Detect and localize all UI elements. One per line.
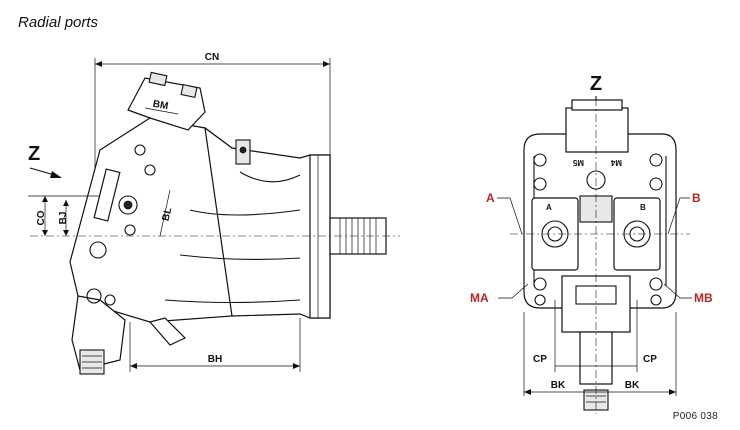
port-plate-side-rail bbox=[93, 168, 121, 222]
front-view: Z M5 M4 A B bbox=[470, 73, 713, 414]
co-label: CO bbox=[36, 210, 47, 225]
top-control-block bbox=[565, 107, 629, 153]
port-plate-aux-bore bbox=[89, 241, 107, 259]
cp-right-label: CP bbox=[643, 354, 657, 365]
lower-valve-stub bbox=[148, 317, 187, 346]
housing-contour-3 bbox=[179, 254, 301, 261]
top-connector-cap-2 bbox=[180, 84, 198, 98]
speed-sensor-pin bbox=[239, 146, 247, 154]
front-view-title: Z bbox=[590, 73, 602, 95]
housing-contour-2 bbox=[189, 209, 301, 216]
bj-label: BJ bbox=[58, 212, 69, 225]
port-plate-screw bbox=[86, 288, 102, 304]
port-label-b: B bbox=[692, 191, 701, 205]
bolt-icon bbox=[650, 294, 662, 306]
housing-bolts bbox=[533, 153, 663, 306]
port-plate-bolt-3 bbox=[124, 224, 136, 236]
cn-label: CN bbox=[205, 52, 219, 63]
port-plate-bore-center bbox=[123, 200, 133, 210]
bolt-icon bbox=[533, 277, 547, 291]
bl-dimension-line bbox=[159, 189, 171, 237]
port-label-a: A bbox=[486, 191, 495, 205]
port-b-flange bbox=[613, 197, 661, 271]
bm-label: BM bbox=[152, 99, 169, 113]
view-z-marker: Z bbox=[28, 143, 40, 165]
port-label-ma: MA bbox=[470, 291, 489, 305]
drawing-reference-number: P006 038 bbox=[672, 411, 718, 422]
port-mb-leader bbox=[663, 283, 692, 299]
port-ma-leader bbox=[498, 283, 529, 299]
housing-contour-4 bbox=[164, 299, 301, 304]
port-plate-bolt-4 bbox=[104, 294, 116, 306]
port-plate-main-bore bbox=[118, 195, 138, 215]
housing-contour-1 bbox=[239, 171, 301, 183]
mounting-flange bbox=[309, 154, 331, 319]
flange-mark-a: A bbox=[546, 203, 552, 212]
port-plate-bolt-1 bbox=[134, 144, 146, 156]
flange-mark-b: B bbox=[640, 203, 646, 212]
bh-label: BH bbox=[208, 354, 222, 365]
port-mark-m5: M5 bbox=[572, 158, 584, 167]
view-z-arrow-head bbox=[50, 171, 62, 178]
bk-right-label: BK bbox=[625, 380, 640, 391]
page-title: Radial ports bbox=[18, 14, 99, 31]
side-view: CN BM bbox=[28, 52, 400, 375]
bl-label: BL bbox=[161, 207, 175, 223]
top-connector-cap bbox=[148, 71, 168, 87]
port-plate-bolt-2 bbox=[144, 164, 156, 176]
bolt-icon bbox=[649, 153, 663, 167]
bolt-icon bbox=[533, 153, 547, 167]
bolt-icon bbox=[534, 294, 546, 306]
bm-dimension-line bbox=[144, 107, 179, 115]
bk-left-label: BK bbox=[551, 380, 566, 391]
port-mark-m4: M4 bbox=[610, 158, 622, 167]
port-a-leader bbox=[497, 197, 523, 235]
bolt-icon bbox=[649, 177, 663, 191]
bolt-icon bbox=[533, 177, 547, 191]
bolt-icon bbox=[649, 277, 663, 291]
solenoid-plug-ribs bbox=[82, 355, 102, 369]
top-control-cap bbox=[571, 99, 623, 111]
cp-left-label: CP bbox=[533, 354, 547, 365]
port-label-mb: MB bbox=[694, 291, 713, 305]
port-b-leader bbox=[667, 197, 690, 235]
